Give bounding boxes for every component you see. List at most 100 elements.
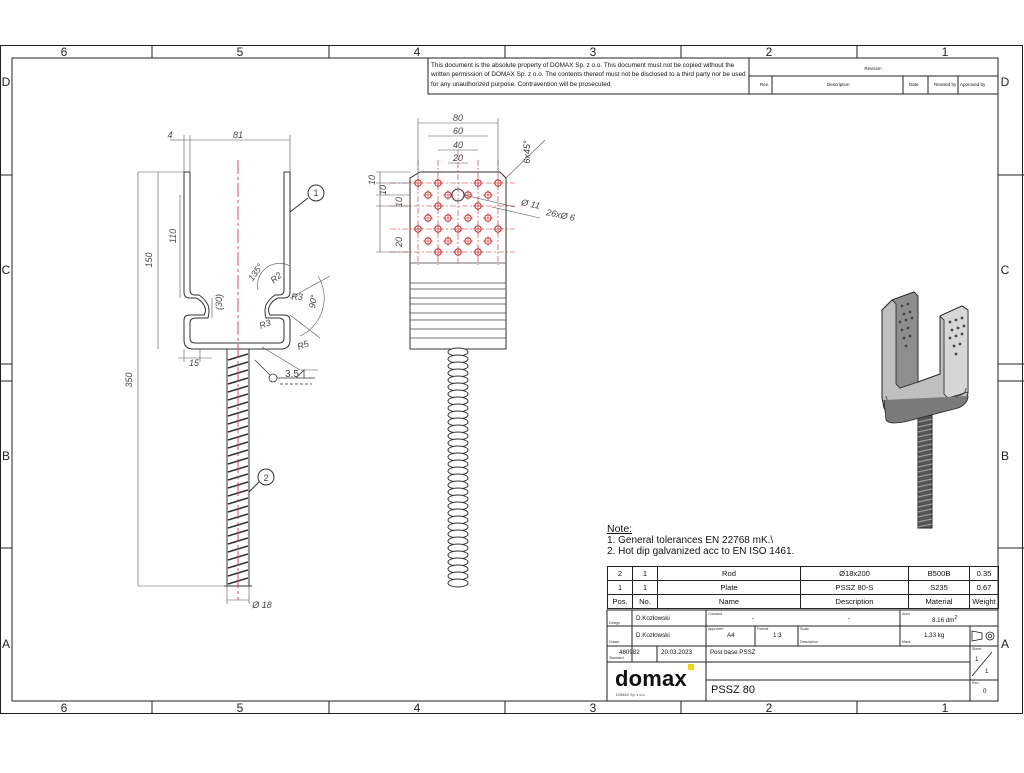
dim-10-a: 10	[367, 175, 377, 185]
dim-4: 4	[167, 130, 172, 140]
zone-label-bottom: 4	[414, 701, 421, 715]
side-dimension-texts: 80 60 40 20 10 10 10 20 6x45° Ø 11 26xØ …	[367, 113, 576, 248]
label-sheet: Sheet	[972, 647, 982, 651]
side-dimension-lines	[376, 118, 546, 253]
notes-title: Note:	[607, 523, 633, 535]
note-line-1: 1. General tolerances EN 22768 mK.\	[607, 535, 774, 546]
iso-hole	[954, 334, 958, 338]
rod-rib	[447, 578, 469, 588]
label-mass: Mass	[902, 640, 911, 644]
iso-hole	[950, 328, 954, 332]
bom-header-name: Name	[657, 594, 801, 609]
zone-ticks	[0, 45, 1024, 714]
iso-hole	[952, 344, 956, 348]
balloon-2: 2	[263, 473, 268, 483]
label-rev: Rev.	[972, 681, 980, 685]
isometric-view	[881, 291, 969, 529]
iso-hole	[960, 316, 964, 320]
rod-rib	[917, 468, 933, 473]
holes-26x6: 26xØ 6	[544, 207, 575, 223]
mass-value: 1.33 kg	[924, 632, 945, 639]
dim-20-vertical: 20	[394, 237, 404, 248]
rod-rib	[917, 493, 933, 498]
bom-cell: 1	[632, 580, 658, 595]
rod-rib	[227, 545, 249, 553]
bom-header-material: Material	[908, 594, 970, 609]
label-drawn: Drawn	[609, 640, 620, 644]
rod-rib	[917, 498, 933, 503]
part-number: PSSZ 80	[711, 684, 756, 696]
iso-hole	[908, 334, 912, 338]
surface-area-value: 8.16 dm	[932, 617, 955, 625]
dim-80: 80	[453, 113, 463, 123]
rod-rib	[227, 401, 249, 409]
bom-cell: Rod	[657, 566, 801, 581]
iso-hole	[904, 344, 908, 348]
iso-hole	[902, 336, 906, 340]
dim-10-b: 10	[378, 185, 388, 195]
iso-hole	[910, 316, 914, 320]
bom-header-description: Description	[800, 594, 909, 609]
dim-350: 350	[124, 372, 134, 387]
zone-label-top: 6	[61, 45, 68, 59]
zone-label-left: A	[2, 637, 10, 651]
projection-symbol	[971, 630, 995, 642]
bom-cell: Plate	[657, 580, 801, 595]
dim-40: 40	[453, 140, 463, 150]
weld-symbol	[254, 359, 315, 385]
zone-label-bottom: 6	[61, 701, 68, 715]
rod-rib	[227, 361, 249, 369]
bom-cell: 2	[607, 566, 633, 581]
rod-rib	[917, 418, 933, 423]
iso-hole	[948, 320, 952, 324]
revision-header-revised-by: Revised by	[934, 82, 957, 87]
table-header-row: Pos. No. Name Description Material Weigh…	[607, 594, 999, 609]
rod-rib	[917, 473, 933, 478]
rod-rib	[917, 523, 933, 528]
checker-value: -	[752, 615, 755, 622]
chamfer: 6x45°	[522, 140, 532, 164]
dim-30: (30)	[214, 294, 224, 310]
zone-label-bottom: 5	[237, 701, 244, 715]
iso-hole	[960, 332, 964, 336]
revision-header-description: Description	[827, 82, 850, 87]
dim-60: 60	[453, 126, 463, 136]
balloon-1: 1	[313, 188, 318, 198]
angle-135: 135°	[246, 261, 265, 282]
balloons	[248, 184, 325, 493]
company-logo: domax	[615, 666, 687, 691]
bom-header-weight: Weight	[969, 594, 999, 609]
iso-hole	[904, 318, 908, 322]
zone-label-top: 1	[942, 45, 949, 59]
weld-size: 3.5	[285, 369, 299, 380]
rod-rib	[917, 508, 933, 513]
rod-rib	[917, 488, 933, 493]
drawing-title: Post base PSSZ	[710, 649, 756, 656]
designed-by: D.Kozłowski	[636, 615, 670, 622]
radius-r5: R5	[296, 338, 311, 352]
zone-label-right: A	[1001, 637, 1009, 651]
sheet-total: 1	[985, 668, 989, 675]
rod-rib	[917, 438, 933, 443]
radius-r3-lower: R3	[258, 318, 272, 331]
revision-header-approved-by: Approved by	[960, 82, 986, 87]
iso-hole	[900, 304, 904, 308]
zone-label-top: 2	[766, 45, 773, 59]
bom-header-no: No.	[632, 594, 658, 609]
rod-rib	[227, 425, 249, 433]
zone-label-top: 4	[414, 45, 421, 59]
iso-hole	[908, 310, 912, 314]
revision-number: 0	[983, 688, 987, 695]
bom-cell: PSSZ 80-S	[800, 580, 909, 595]
hole-diameter-11: Ø 11	[519, 197, 540, 211]
rod-rib	[917, 443, 933, 448]
bom-cell: 1	[632, 566, 658, 581]
copyright-notice: This document is the absolute property o…	[431, 62, 746, 88]
approver-value: -	[848, 615, 851, 622]
drawing-scale: 1:3	[773, 632, 782, 639]
front-dimension-texts: 1 2 4 81 150 110 (30) 350 15 R2 R3 R3 R5…	[124, 130, 319, 610]
note-line-2: 2. Hot dip galvanized acc to EN ISO 1461…	[607, 546, 795, 557]
zone-label-left: B	[2, 449, 10, 463]
dim-20: 20	[452, 153, 463, 163]
rod-rib	[227, 385, 249, 393]
